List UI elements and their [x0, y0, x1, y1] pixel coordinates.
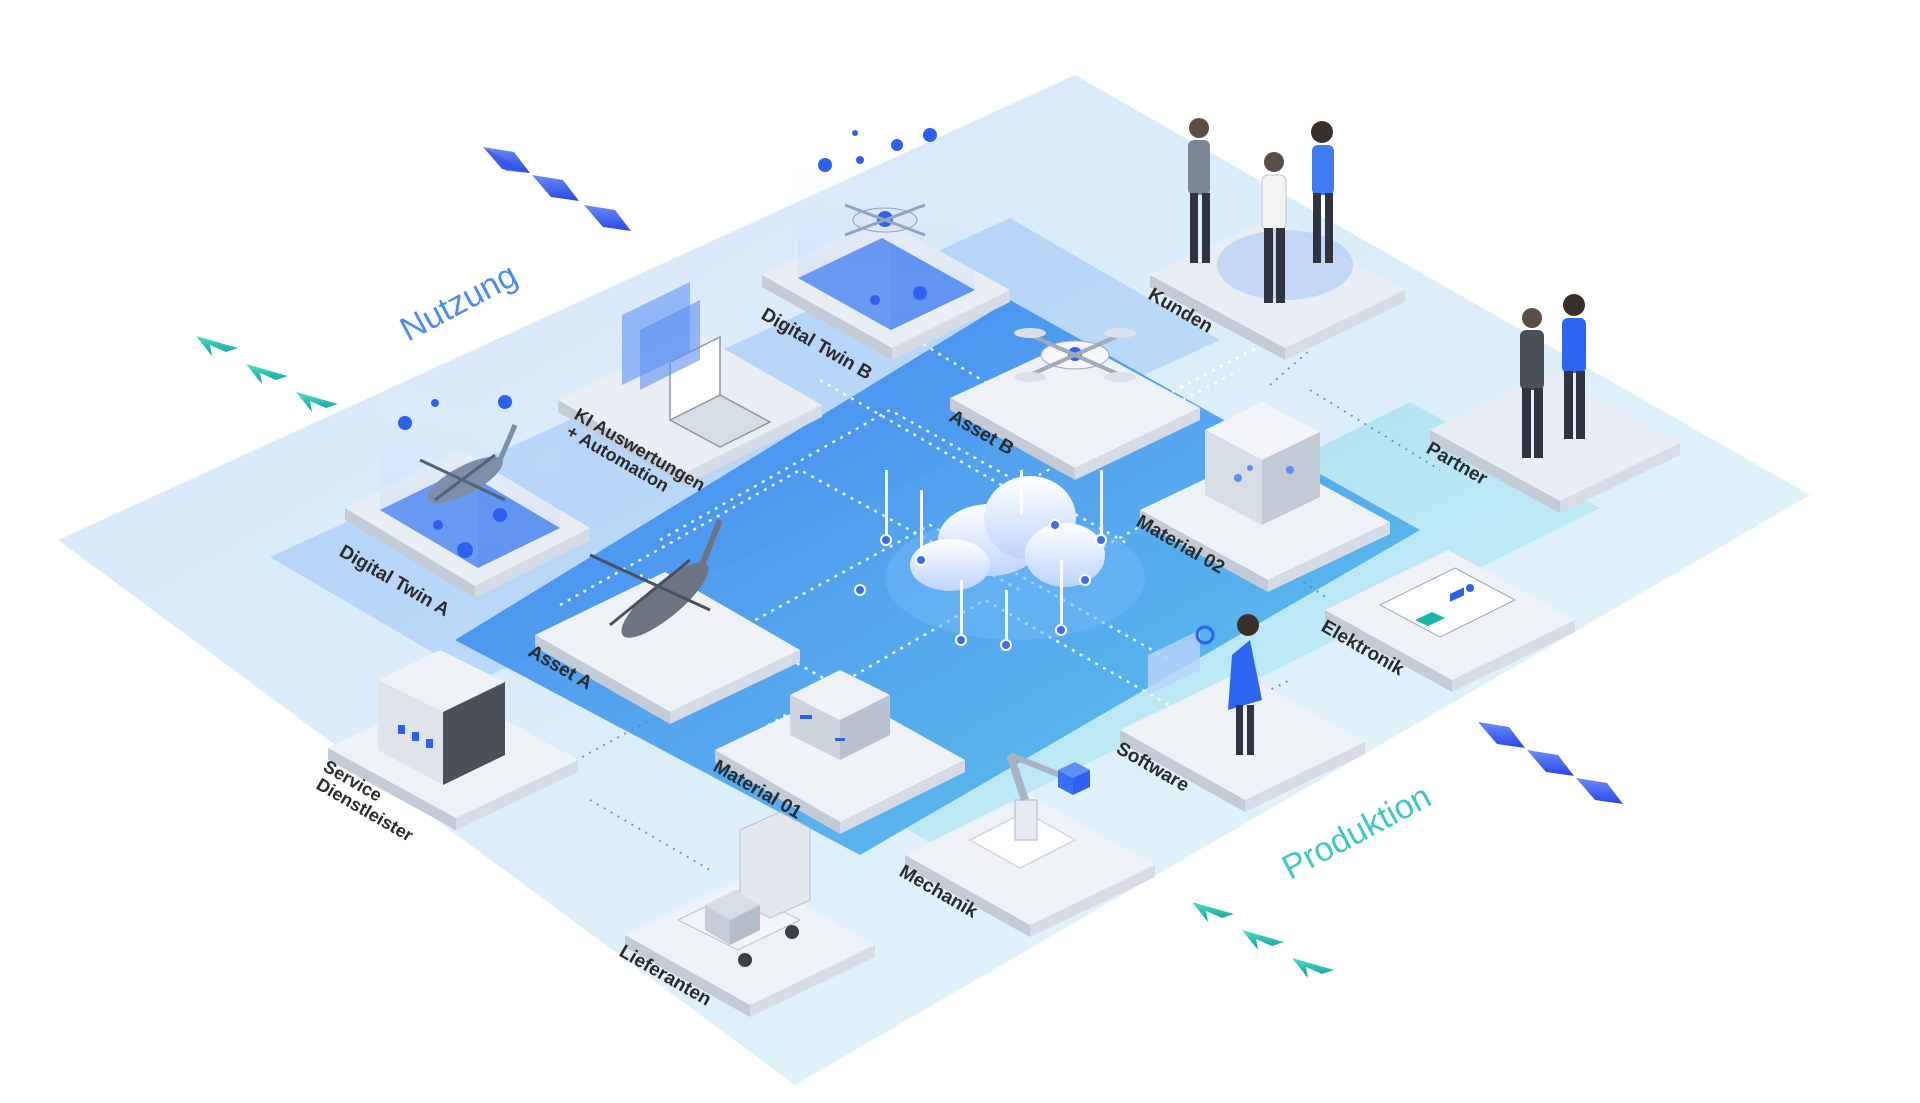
data-screen-icon — [622, 282, 700, 390]
usage-inflow-arrows — [483, 147, 631, 231]
delivery-cart-icon — [676, 811, 811, 967]
drone-twin-icon — [844, 203, 926, 237]
handshake-people-icon — [1520, 294, 1586, 458]
zone-label-usage: Nutzung — [394, 256, 524, 349]
outer-connections — [539, 349, 1441, 871]
tile-ki-automation: KI Auswertungen + Automation — [558, 282, 822, 496]
circuit-board-icon — [1378, 567, 1517, 638]
robot-arm-icon — [968, 752, 1090, 869]
chevron-right-icon — [483, 147, 530, 173]
server-stack-icon — [790, 670, 890, 760]
chevron-left-icon — [1192, 902, 1234, 922]
people-group-icon — [1188, 118, 1334, 303]
helicopter-icon — [589, 518, 723, 638]
zone-label-production: Produktion — [1276, 777, 1437, 887]
chevron-right-icon — [1527, 750, 1574, 776]
tile-kunden: Kunden — [1145, 118, 1405, 360]
factory-icon — [378, 650, 505, 785]
chevron-left-icon — [196, 336, 238, 356]
chevron-left-icon — [1292, 958, 1334, 978]
tile-digital-twin-b: Digital Twin B — [758, 128, 1010, 384]
chevron-right-icon — [1478, 722, 1525, 748]
developer-person-icon — [1148, 614, 1262, 755]
chevron-right-icon — [1576, 778, 1623, 804]
chevron-right-icon — [584, 205, 631, 231]
tile-lieferanten: Lieferanten — [616, 811, 875, 1017]
chevron-left-icon — [296, 392, 338, 412]
cube-icon — [1205, 402, 1320, 525]
chevron-left-icon — [246, 364, 288, 384]
helicopter-twin-icon — [419, 424, 518, 504]
tile-asset-b: Asset B — [946, 328, 1200, 480]
chevron-left-icon — [1242, 930, 1284, 950]
tile-material-02: Material 02 — [1133, 402, 1390, 592]
production-inflow-arrows — [1478, 722, 1623, 804]
chevron-right-icon — [532, 175, 579, 201]
cloud-hub — [854, 470, 1145, 651]
production-outflow-arrows — [1192, 902, 1334, 978]
usage-outflow-arrows — [196, 336, 338, 412]
cloud-icon — [910, 476, 1105, 591]
tile-asset-a: Asset A — [525, 518, 800, 724]
drone-icon — [1014, 328, 1136, 382]
